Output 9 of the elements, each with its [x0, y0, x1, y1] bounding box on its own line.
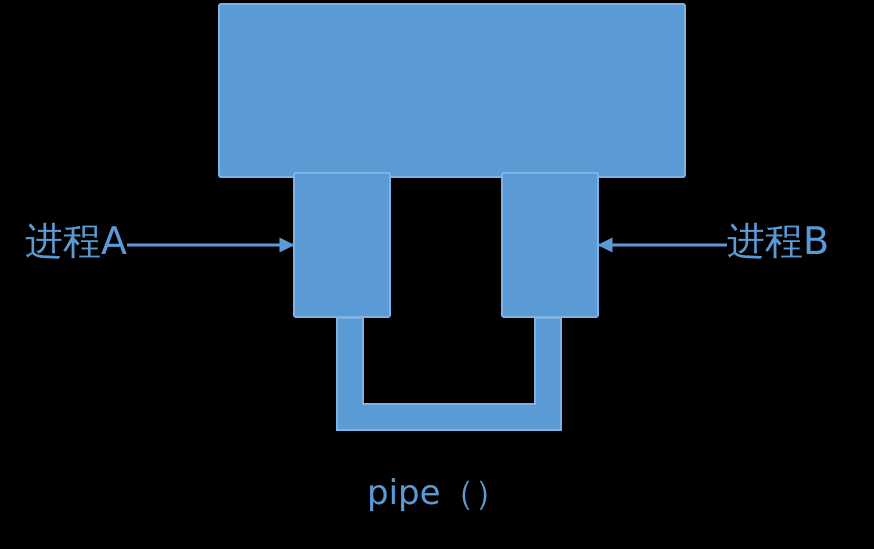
pipe-drawing: [336, 317, 562, 431]
process-block: [501, 172, 599, 318]
process-label: 进程A: [25, 222, 127, 260]
process-label: 进程B: [727, 222, 830, 260]
process-block: [293, 172, 391, 318]
caption-label: pipe（）: [367, 476, 509, 510]
arrow: [598, 238, 727, 252]
top-block: [218, 3, 686, 178]
arrow: [127, 238, 294, 252]
